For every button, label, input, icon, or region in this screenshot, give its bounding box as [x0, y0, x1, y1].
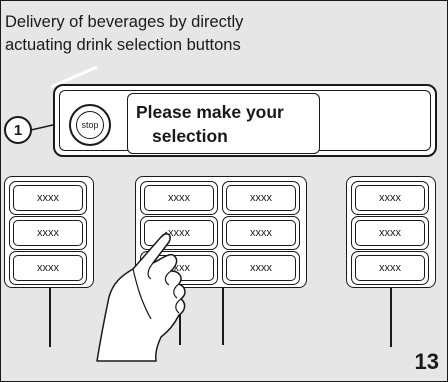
figure-number: 13 — [415, 349, 439, 375]
